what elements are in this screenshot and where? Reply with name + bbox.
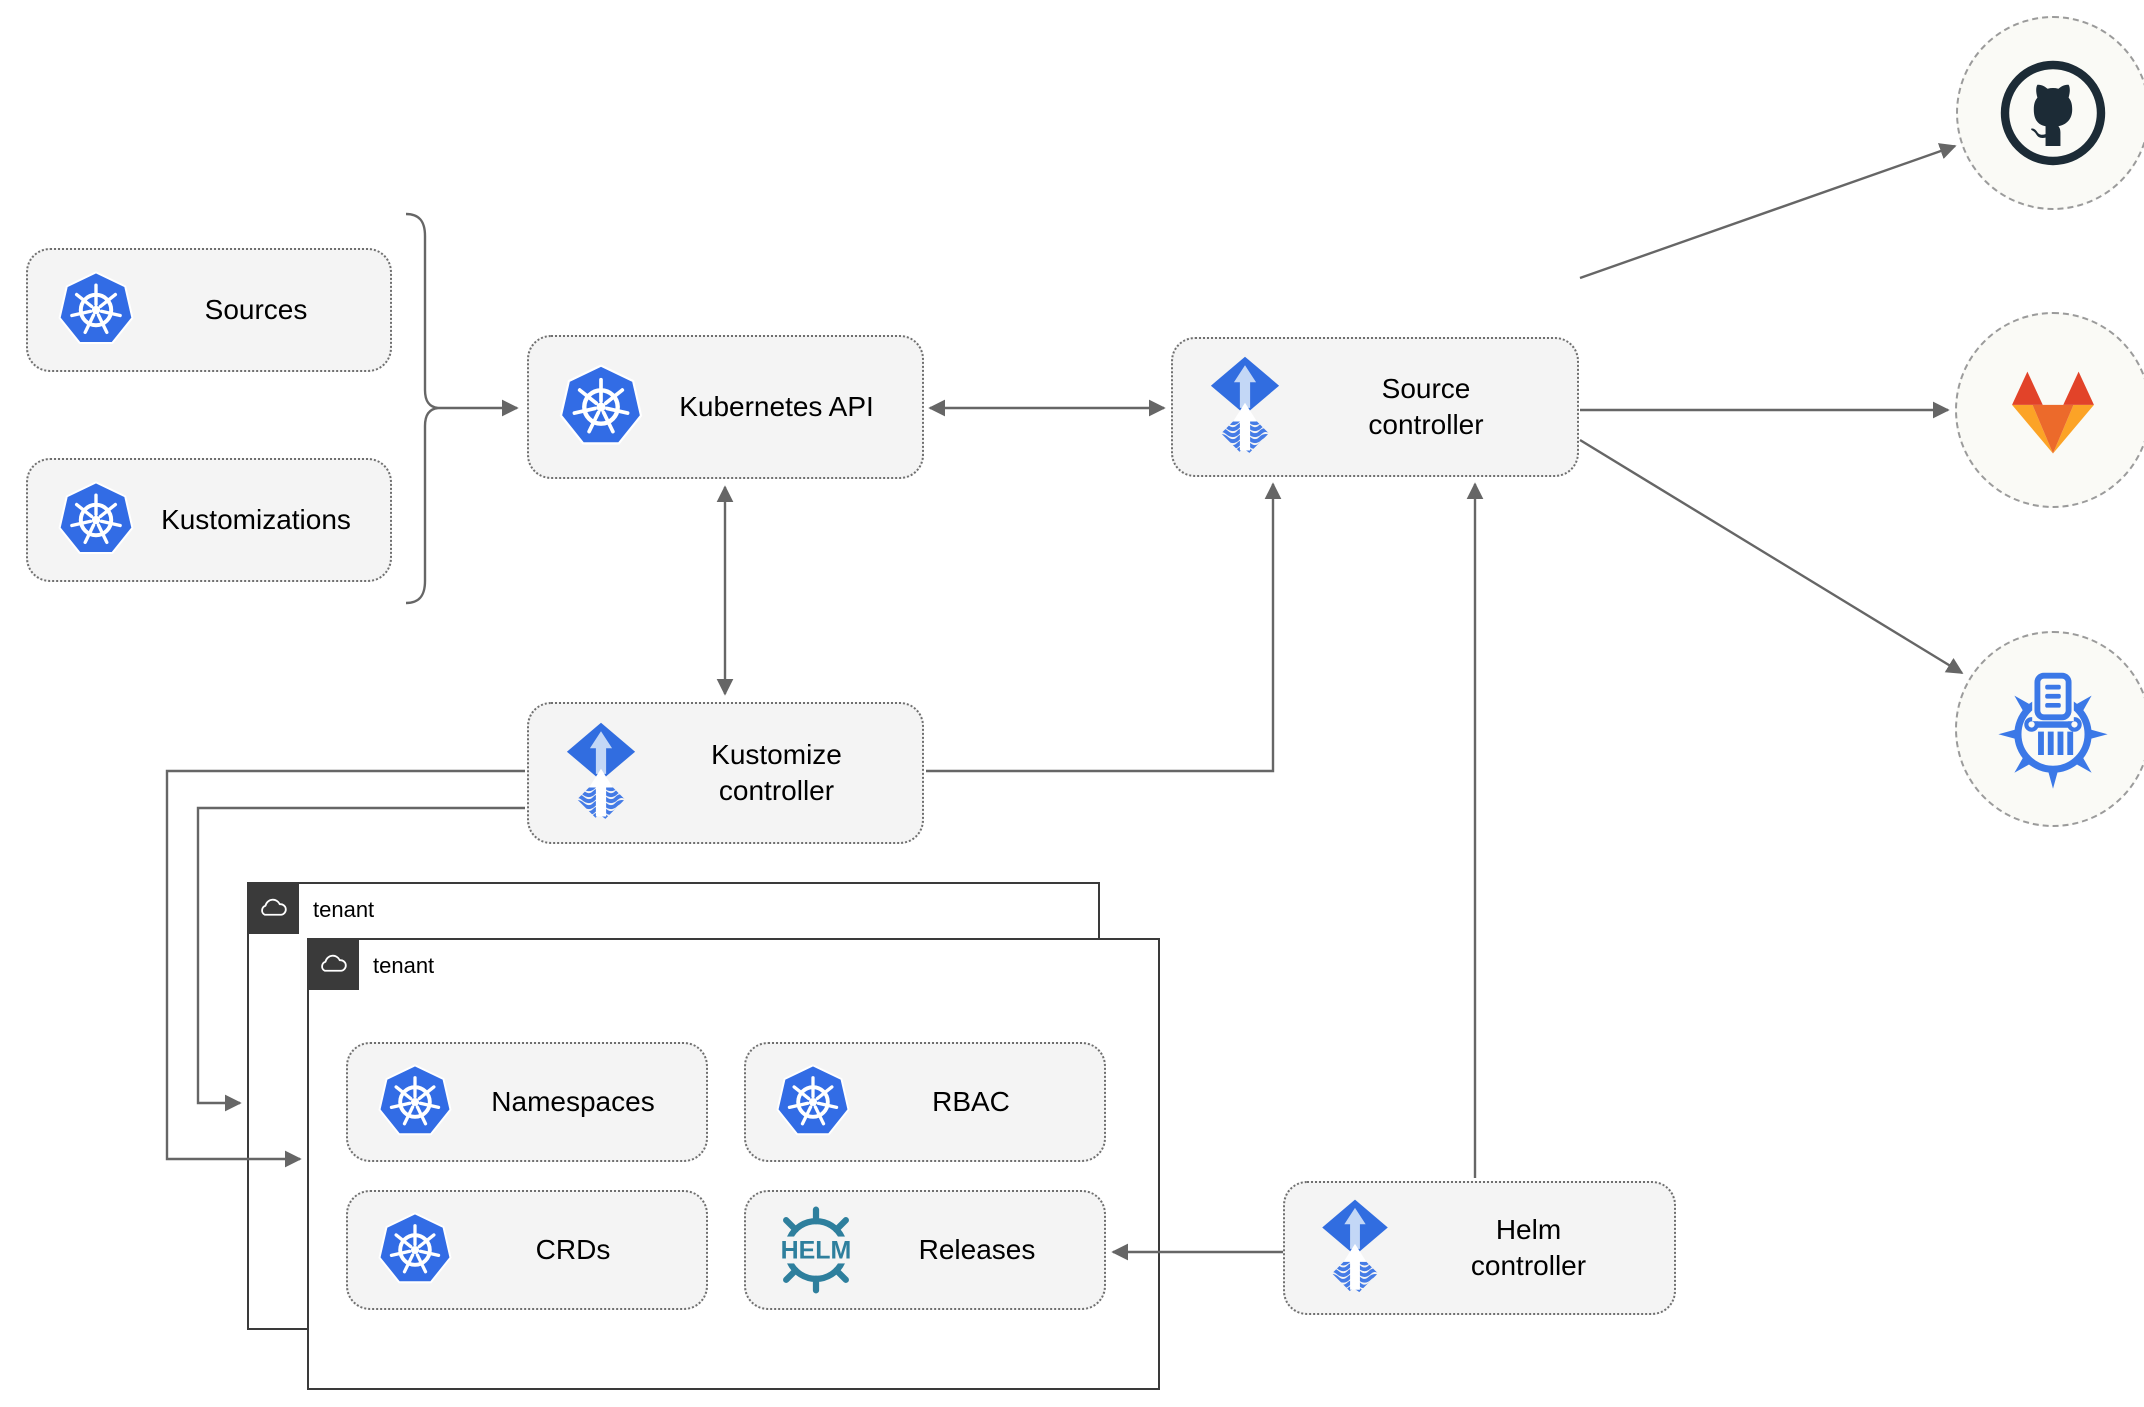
arrow-source-controller-to-github [1579,143,1957,280]
kubernetes-icon [56,480,136,560]
node-label: Kustomizations [161,503,351,535]
node-label: Namespaces [491,1085,655,1117]
brace-sources-kustomizations [405,212,439,605]
kubernetes-icon [376,1063,454,1141]
arrow-kustomize-to-source-controller [926,482,1282,773]
node-label: Kustomize controller [711,738,842,806]
node-releases[interactable]: HELM Releases [744,1190,1106,1310]
node-label: Kubernetes API [679,390,874,422]
node-label: CRDs [535,1233,611,1265]
flux-icon [557,721,645,825]
github-icon [2000,60,2106,166]
kubernetes-icon [774,1063,852,1141]
kubernetes-icon [557,363,645,451]
svg-text:HELM: HELM [781,1237,852,1265]
remote-github[interactable] [1956,16,2144,210]
node-namespaces[interactable]: Namespaces [346,1042,708,1162]
node-crds[interactable]: CRDs [346,1190,708,1310]
tenant-label: tenant [313,897,375,922]
cloud-icon [318,953,348,975]
node-label: Source controller [1368,372,1484,440]
kubernetes-icon [376,1211,454,1289]
remote-helm-repository[interactable] [1955,631,2144,827]
node-helm-controller[interactable]: Helm controller [1283,1181,1676,1315]
node-label: Sources [204,293,308,325]
node-sources[interactable]: Sources [26,248,392,372]
helm-icon: HELM [768,1202,864,1298]
node-rbac[interactable]: RBAC [744,1042,1106,1162]
flux-icon [1201,355,1289,459]
node-kustomizations[interactable]: Kustomizations [26,458,392,582]
tenant-tab [246,881,299,934]
node-kubernetes-api[interactable]: Kubernetes API [527,335,924,479]
cloud-icon [258,897,288,919]
node-label: Helm controller [1470,1213,1587,1281]
remote-gitlab[interactable] [1955,312,2144,508]
node-label: Releases [918,1233,1036,1265]
flux-icon [1313,1198,1397,1298]
node-source-controller[interactable]: Source controller [1171,337,1579,477]
arrow-source-controller-to-helm-repository [1579,438,1964,675]
gitlab-icon [2012,371,2094,454]
node-kustomize-controller[interactable]: Kustomize controller [527,702,924,844]
tenant-tab [306,937,359,990]
tenant-box-front[interactable]: tenant [306,937,1160,1390]
kubernetes-icon [56,270,136,350]
node-label: RBAC [932,1085,1010,1117]
helm-repository-icon [1998,671,2108,789]
tenant-label: tenant [373,953,435,978]
